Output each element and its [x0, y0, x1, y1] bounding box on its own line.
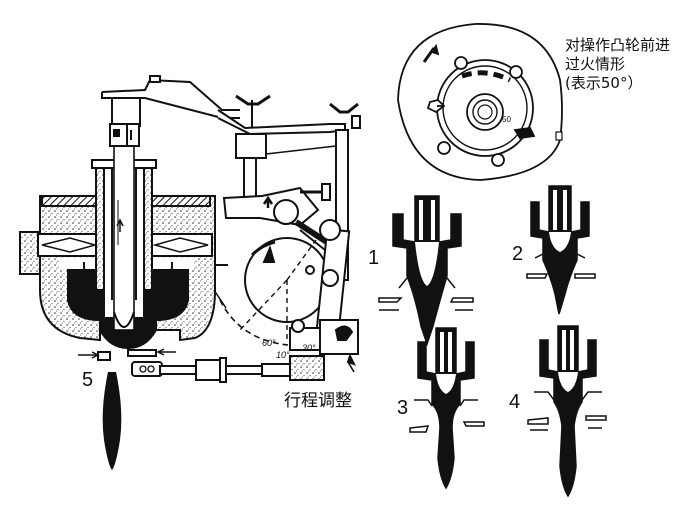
- angle-label-60: 60°: [262, 338, 276, 348]
- angle-label-30: 30°: [302, 343, 316, 353]
- cam-disc-detail: 50: [397, 23, 563, 181]
- cam-caption-line-2: 过火情形: [565, 55, 626, 73]
- feeder-bowl: [19, 75, 240, 470]
- stage-3-drawing: [409, 327, 485, 490]
- cam-caption: 对操作凸轮前进 过火情形 (表示50°）: [565, 36, 670, 93]
- cam-linkage-mechanism: [159, 94, 361, 383]
- stage-label-2: 2: [512, 243, 524, 265]
- stage-label-4: 4: [509, 391, 521, 413]
- cam-caption-line-3: (表示50°）: [565, 74, 643, 92]
- stage-1-drawing: [378, 195, 474, 347]
- stage-label-3: 3: [397, 397, 409, 419]
- stroke-adjust-label: 行程调整: [284, 391, 352, 411]
- wing-nut-right: [329, 102, 359, 114]
- angle-label-10: 10°: [276, 350, 290, 360]
- stage-drawings: [378, 185, 607, 498]
- wing-nut-left: [235, 94, 271, 106]
- stage-label-5: 5: [82, 369, 94, 391]
- stage-label-1: 1: [368, 247, 380, 269]
- svg-text:50: 50: [502, 115, 511, 124]
- stage-4-drawing: [527, 325, 607, 498]
- cam-caption-line-1: 对操作凸轮前进: [565, 36, 671, 54]
- stage-2-drawing: [526, 185, 596, 315]
